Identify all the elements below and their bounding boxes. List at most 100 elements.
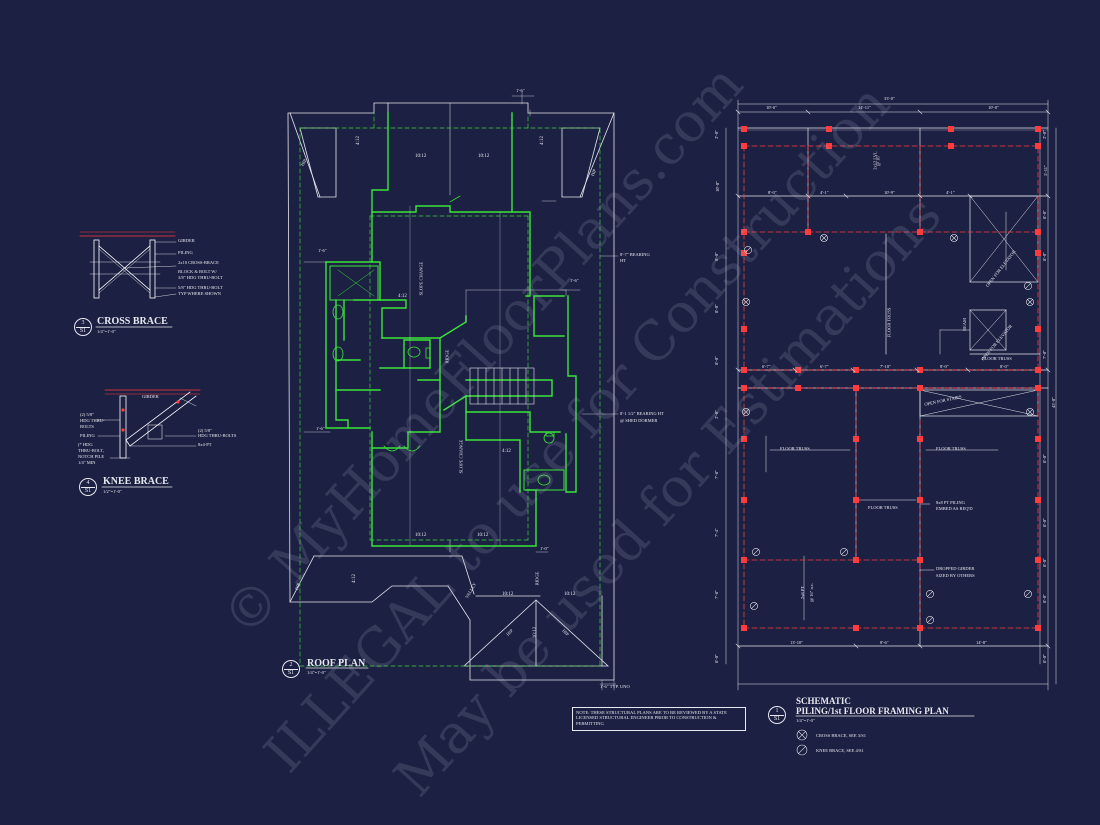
framing-piling-note: 8x8 PT PILING	[936, 500, 965, 505]
roof-ridge-b: RIDGE	[534, 571, 540, 586]
framing-dim-bot-1: 13'-10"	[790, 640, 804, 645]
knee-brace-detail	[97, 389, 201, 459]
kb-label-notch: NOTCH PILE	[78, 454, 105, 459]
roof-pitch-l: 10:12	[533, 626, 539, 639]
framing-dim-bot-2: 8'-6"	[880, 640, 889, 645]
framing-dim-right-5: 7'-0"	[1041, 350, 1047, 359]
cross-brace-detail	[79, 231, 177, 299]
framing-floor-truss-e: FLOOR TRUSS	[886, 307, 892, 338]
legend-cross-brace: CROSS BRACE, SEE 3/S1	[816, 733, 867, 738]
cb-label-thrubolt: 5/8" HDG THRU-BOLT	[178, 285, 223, 290]
cross-brace-title: CROSS BRACE	[97, 316, 168, 327]
framing-plan-number: 1	[775, 708, 779, 714]
framing-dim-right-8: 8'-0"	[1041, 558, 1047, 567]
kb-label-bolts2: HDG THRU-	[80, 418, 105, 423]
framing-ticks	[735, 109, 1051, 649]
framing-dim-left-4: 8'-0"	[713, 304, 719, 313]
knee-brace-number: 4	[86, 480, 90, 486]
roof-stair	[409, 205, 567, 546]
framing-girder-note: DROPPED GIRDER	[936, 566, 975, 571]
roof-pitch-c: 4:12	[355, 136, 361, 145]
framing-floor-truss-d: FLOOR TRUSS	[982, 356, 1012, 361]
kb-label-piling: PILING	[80, 433, 95, 438]
framing-pt: 2x8 PT	[800, 585, 806, 600]
framing-dim-right-6: 8'-0"	[1041, 454, 1047, 463]
roof-plan-sheet: S1	[287, 670, 295, 676]
roof-bearing-2: 8'-1 1/2" BEARING HT	[620, 411, 664, 416]
framing-plan-bubble: 1 S1	[768, 706, 786, 724]
roof-plan-title: ROOF PLAN	[307, 658, 366, 669]
framing-dim-bot-3: 14'-8"	[976, 640, 987, 645]
roof-dim-e: 1'-0"	[540, 546, 549, 551]
kb-label-hdg: (* HDG	[78, 442, 93, 447]
cb-label-typ: TYP WHERE SHOWN	[178, 291, 221, 296]
roof-floor-walls	[325, 112, 577, 547]
framing-dim-left-2: 10'-0"	[714, 181, 720, 192]
roof-pitch-f: 4:12	[502, 449, 511, 454]
framing-dim-r2-4: 4'-1"	[946, 190, 955, 195]
kb-label-girder: GIRDER	[142, 394, 159, 399]
framing-dim-top-1: 10'-0"	[766, 105, 777, 110]
roof-bearing-1b: HT	[620, 258, 626, 263]
framing-lvl-2: @ 16"	[875, 154, 881, 167]
framing-dim-right-3: 8'-0"	[1041, 210, 1047, 219]
kb-label-bolts5: HDG THRU-BOLTS	[198, 433, 237, 438]
cb-label-piling: PILING	[178, 250, 193, 255]
kb-label-bolts4: (2) 5/8"	[198, 428, 212, 433]
knee-brace-detail-bubble: 4 S1	[79, 478, 97, 496]
kb-label-bolts3: BOLTS	[80, 424, 94, 429]
cb-label-crossbrace: 2x10 CROSS-BRACE	[178, 260, 219, 265]
framing-plan-sheet: S1	[773, 716, 781, 722]
roof-pitch-e: 4:12	[398, 294, 407, 299]
roof-pitch-d: 4:12	[539, 136, 545, 145]
roof-plan-bubble: 2 S1	[282, 660, 300, 678]
framing-dim-left-8: 7'-4"	[713, 528, 719, 537]
framing-dim-r3-1: 6'-7"	[762, 364, 771, 369]
framing-dim-right-2: 5'-11"	[1042, 165, 1048, 176]
framing-plan-title-1: SCHEMATIC	[796, 696, 851, 706]
framing-dim-left-5: 8'-0"	[713, 356, 719, 365]
roof-pitch-b: 10:12	[478, 154, 490, 159]
roof-pitch-a: 10:12	[415, 154, 427, 159]
roof-eave-line	[299, 112, 601, 667]
kb-label-pt: 8x4-PT	[198, 442, 212, 447]
framing-plan-scale: 1/4"=1'-0"	[796, 718, 815, 723]
framing-piling-note-2: EMBED AS REQ'D	[936, 506, 973, 511]
framing-girder-note-2: SIZED BY OTHERS	[936, 573, 975, 578]
roof-typ-dim: 1'-6" TYP. UNO	[600, 684, 630, 689]
framing-dim-right-7: 8'-0"	[1041, 518, 1047, 527]
framing-pt-2: @ 16" o.c.	[809, 582, 815, 603]
kb-label-min: 1/4" MIN	[78, 460, 96, 465]
framing-beam: BEAM	[962, 317, 968, 332]
framing-dim-right-4: 8'-0"	[1041, 252, 1047, 261]
framing-dim-top-2: 14'-11"	[858, 105, 871, 110]
framing-dim-r3-4: 8'-0"	[940, 364, 949, 369]
cross-brace-number: 3	[81, 320, 85, 326]
roof-pitch-k: 10:12	[564, 592, 576, 597]
roof-plan-scale: 1/4"=1'-0"	[307, 670, 326, 675]
roof-ridge-a: RIDGE	[444, 349, 450, 364]
framing-dim-r2-1: 8'-0"	[768, 190, 777, 195]
framing-dim-left-9: 7'-8"	[713, 590, 719, 599]
framing-dim-r2-3: 10'-9"	[884, 190, 895, 195]
cb-label-block: BLOCK & BOLT W/	[178, 269, 217, 274]
framing-brace-symbols	[742, 234, 1034, 756]
roof-dim-c: 1'-6"	[570, 278, 579, 283]
framing-dim-top-3: 10'-0"	[988, 105, 999, 110]
roof-pitch-i: 4:12	[351, 574, 357, 583]
roof-plan-number: 2	[289, 662, 293, 668]
framing-floor-truss-a: FLOOR TRUSS	[780, 446, 810, 451]
cb-label-bolt: 3/8" HDG THRU-BOLT	[178, 275, 223, 280]
roof-plan-drawing	[287, 91, 619, 691]
roof-dim-b: 1'-6"	[318, 248, 327, 253]
cb-label-girder: GIRDER	[178, 238, 195, 243]
roof-fixtures	[332, 269, 555, 486]
roof-pitch-j: 10:12	[502, 592, 514, 597]
framing-dim-overall: 33'-0"	[884, 96, 895, 101]
roof-dim-d: 1'-6"	[316, 426, 325, 431]
roof-slope-change-a: SLOPE CHANGE	[418, 261, 424, 296]
framing-dim-r3-2: 6'-7"	[820, 364, 829, 369]
knee-brace-title: KNEE BRACE	[103, 476, 169, 487]
roof-dim-a: 1'-6"	[516, 88, 525, 93]
framing-dim-r3-3: 7'-10"	[880, 364, 891, 369]
